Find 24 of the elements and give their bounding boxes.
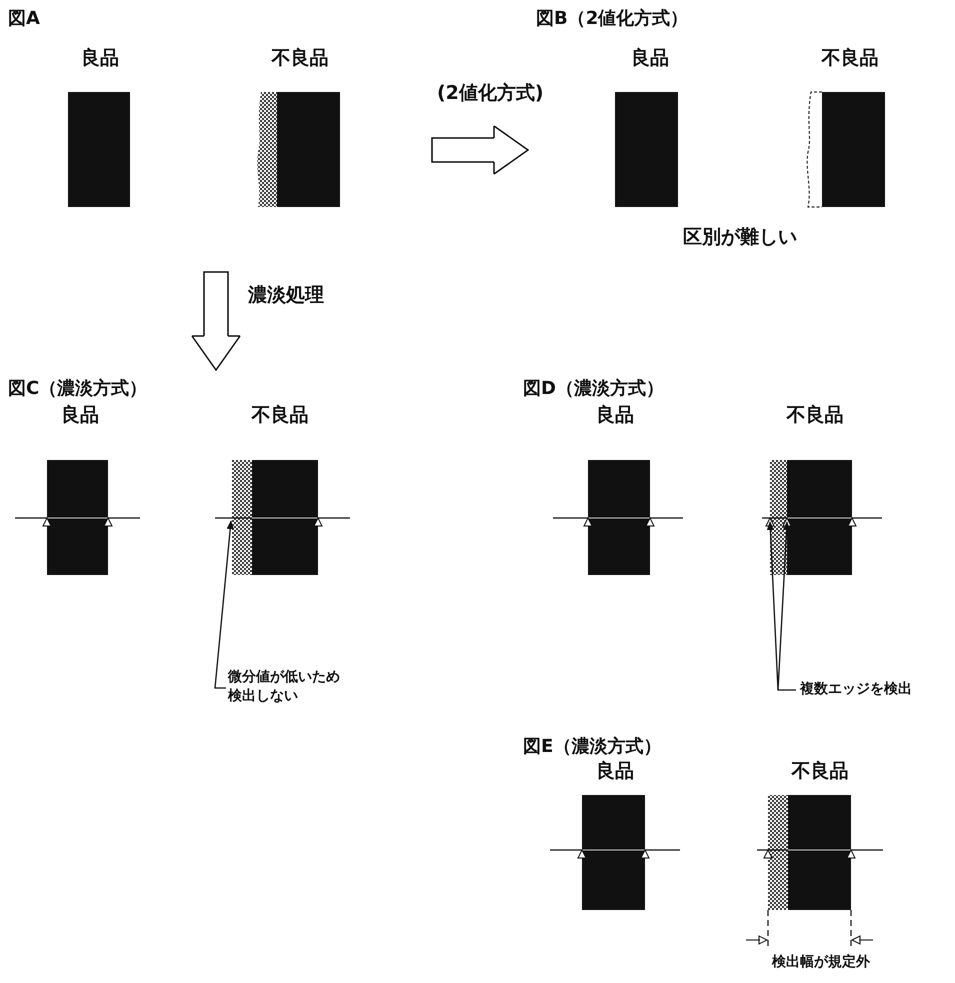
note-text: 区別が難しい: [683, 225, 797, 250]
figure-title: 図B（2値化方式）: [536, 7, 688, 30]
sample-heading: 不良品: [790, 759, 850, 784]
sample-heading: 良品: [630, 46, 670, 71]
sample-heading: 不良品: [785, 403, 844, 428]
callout-text: 微分値が低いため検出しない: [228, 668, 341, 706]
edge-label: (2値化方式): [437, 81, 544, 106]
figure-title: 図D（濃淡方式）: [523, 377, 664, 400]
sample-heading: 良品: [595, 759, 635, 784]
figure-title: 図C（濃淡方式）: [8, 377, 148, 400]
sample-heading: 不良品: [270, 46, 330, 71]
note-text: 検出幅が規定外: [772, 953, 870, 971]
edge-label: 濃淡処理: [248, 283, 324, 308]
sample-heading: 良品: [595, 403, 635, 428]
callout-text: 複数エッジを検出: [800, 680, 913, 699]
sample-heading: 良品: [60, 403, 100, 428]
leader-line: [777, 521, 790, 690]
figure-title: 図A: [8, 7, 40, 30]
figure-title: 図E（濃淡方式）: [523, 735, 662, 758]
sample-heading: 良品: [80, 46, 120, 71]
leader-line: [214, 520, 234, 689]
leader-line: [766, 521, 796, 691]
sample-heading: 不良品: [820, 46, 880, 71]
sample-heading: 不良品: [250, 403, 310, 428]
